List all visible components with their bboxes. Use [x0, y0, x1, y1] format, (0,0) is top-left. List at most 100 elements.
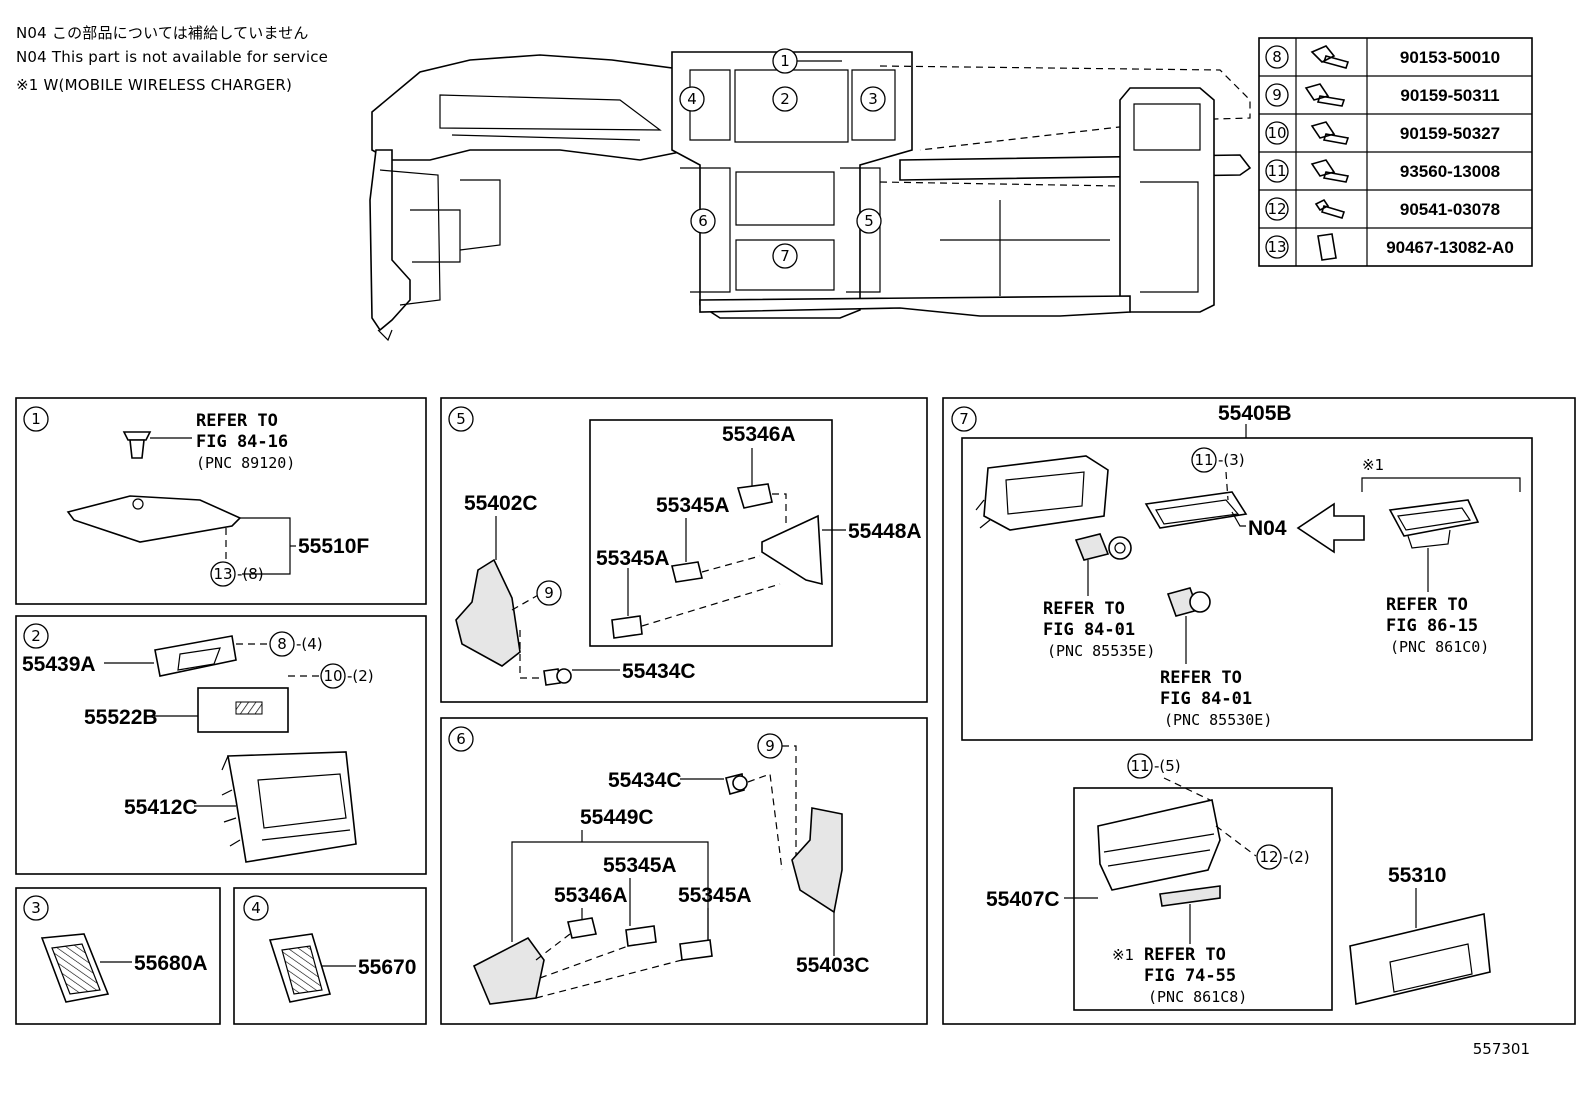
- panel-7: 7 55405B 11 -(3) N04 ※1 REFER TO FIG 86-…: [942, 397, 1576, 1025]
- svg-text:-(8): -(8): [237, 565, 264, 583]
- svg-text:11: 11: [1130, 757, 1149, 775]
- fastener-ref-circle: [1265, 83, 1289, 107]
- fastener-ref-circle: [1265, 159, 1289, 183]
- svg-text:(PNC 85530E): (PNC 85530E): [1164, 711, 1272, 729]
- fastener-icon: [1304, 83, 1346, 107]
- svg-text:55345A: 55345A: [603, 854, 677, 877]
- svg-text:55345A: 55345A: [678, 884, 752, 907]
- panel-5: 5 55346A 55345A 55345A 55448A 55402C 9 5…: [440, 397, 928, 703]
- svg-text:3: 3: [31, 899, 41, 917]
- svg-text:FIG 86-15: FIG 86-15: [1386, 616, 1478, 636]
- main-callout-3: 3: [860, 86, 886, 112]
- svg-text:55402C: 55402C: [464, 492, 538, 515]
- fastener-row: 9 90159-50311: [1265, 83, 1500, 107]
- svg-text:1: 1: [31, 410, 41, 428]
- svg-text:-(5): -(5): [1154, 757, 1181, 775]
- svg-text:11: 11: [1194, 451, 1213, 469]
- svg-text:13: 13: [213, 565, 232, 583]
- fastener-ref: 10: [1267, 124, 1286, 142]
- svg-text:55680A: 55680A: [134, 952, 208, 975]
- note-n04-english: N04 This part is not available for servi…: [16, 48, 329, 66]
- svg-text:5: 5: [864, 212, 874, 230]
- main-callout-7: 7: [772, 243, 798, 269]
- svg-text:12: 12: [1259, 848, 1278, 866]
- svg-text:9: 9: [765, 737, 775, 755]
- fastener-ref: 11: [1267, 162, 1286, 180]
- svg-text:55439A: 55439A: [22, 653, 96, 676]
- svg-text:※1: ※1: [1362, 456, 1384, 474]
- svg-text:55346A: 55346A: [554, 884, 628, 907]
- main-callout-2: 2: [772, 86, 798, 112]
- svg-text:REFER TO: REFER TO: [1144, 945, 1226, 965]
- note-n04-japanese: N04 この部品については補給していません: [16, 24, 309, 42]
- svg-text:REFER TO: REFER TO: [1043, 599, 1125, 619]
- svg-text:REFER TO: REFER TO: [1386, 595, 1468, 615]
- fastener-icon: [1314, 198, 1346, 219]
- fastener-icon: [1317, 233, 1337, 261]
- svg-text:55670: 55670: [358, 956, 416, 979]
- main-callout-5: 5: [856, 208, 882, 234]
- svg-text:-(3): -(3): [1218, 451, 1245, 469]
- panel-1: 1 REFER TO FIG 84-16 (PNC 89120) 55510F …: [15, 397, 427, 605]
- fastener-icon: [1310, 159, 1350, 183]
- fastener-ref: 9: [1272, 86, 1282, 104]
- panel-2: 2 55439A 8 -(4) 10 -(2) 55522B 55412C: [15, 615, 427, 875]
- svg-text:(PNC 861C8): (PNC 861C8): [1148, 988, 1247, 1006]
- svg-text:55412C: 55412C: [124, 796, 198, 819]
- fastener-row: 10 90159-50327: [1265, 121, 1500, 145]
- fastener-part-number: 90159-50311: [1400, 86, 1499, 105]
- fastener-ref-circle: [1265, 235, 1289, 259]
- svg-text:(PNC 89120): (PNC 89120): [196, 454, 295, 472]
- panel-4: 4 55670: [233, 887, 427, 1025]
- svg-text:N04: N04: [1248, 517, 1287, 540]
- svg-text:55449C: 55449C: [580, 806, 654, 829]
- svg-text:※1: ※1: [1112, 946, 1134, 964]
- main-callout-1: 1: [772, 48, 842, 74]
- svg-text:10: 10: [323, 667, 342, 685]
- svg-text:6: 6: [698, 212, 708, 230]
- svg-text:55345A: 55345A: [656, 494, 730, 517]
- note-wireless-charger: ※1 W(MOBILE WIRELESS CHARGER): [16, 76, 293, 94]
- panel-3: 3 55680A: [15, 887, 221, 1025]
- figure-code: 557301: [1473, 1040, 1530, 1058]
- svg-text:55434C: 55434C: [608, 769, 682, 792]
- fastener-ref: 12: [1267, 200, 1286, 218]
- svg-text:55448A: 55448A: [848, 520, 922, 543]
- svg-text:55434C: 55434C: [622, 660, 696, 683]
- svg-text:4: 4: [687, 90, 697, 108]
- fastener-part-number: 90153-50010: [1400, 48, 1500, 67]
- panel-6: 6 9 55434C 55403C 55449C 55345A 55346A 5…: [440, 717, 928, 1025]
- svg-text:(PNC 85535E): (PNC 85535E): [1047, 642, 1155, 660]
- svg-text:4: 4: [251, 899, 261, 917]
- svg-text:8: 8: [277, 635, 287, 653]
- svg-text:-(2): -(2): [347, 667, 374, 685]
- svg-text:-(2): -(2): [1283, 848, 1310, 866]
- svg-text:(PNC 861C0): (PNC 861C0): [1390, 638, 1489, 656]
- svg-text:55522B: 55522B: [84, 706, 158, 729]
- svg-text:1: 1: [780, 52, 790, 70]
- svg-text:7: 7: [959, 410, 969, 428]
- main-callout-6: 6: [690, 208, 716, 234]
- fastener-ref-circle: [1265, 45, 1289, 69]
- fastener-part-number: 90159-50327: [1400, 124, 1500, 143]
- fastener-ref: 13: [1267, 238, 1286, 256]
- svg-text:55346A: 55346A: [722, 423, 796, 446]
- svg-text:REFER TO: REFER TO: [1160, 668, 1242, 688]
- svg-text:FIG 84-16: FIG 84-16: [196, 432, 288, 452]
- svg-text:FIG 84-01: FIG 84-01: [1043, 620, 1135, 640]
- svg-text:9: 9: [544, 584, 554, 602]
- fastener-icon: [1310, 121, 1350, 145]
- svg-text:6: 6: [456, 730, 466, 748]
- fastener-ref-circle: [1265, 121, 1289, 145]
- svg-text:3: 3: [868, 90, 878, 108]
- svg-text:2: 2: [780, 90, 790, 108]
- fastener-ref: 8: [1272, 48, 1282, 66]
- svg-text:-(4): -(4): [296, 635, 323, 653]
- svg-text:FIG 84-01: FIG 84-01: [1160, 689, 1252, 709]
- svg-text:FIG 74-55: FIG 74-55: [1144, 966, 1236, 986]
